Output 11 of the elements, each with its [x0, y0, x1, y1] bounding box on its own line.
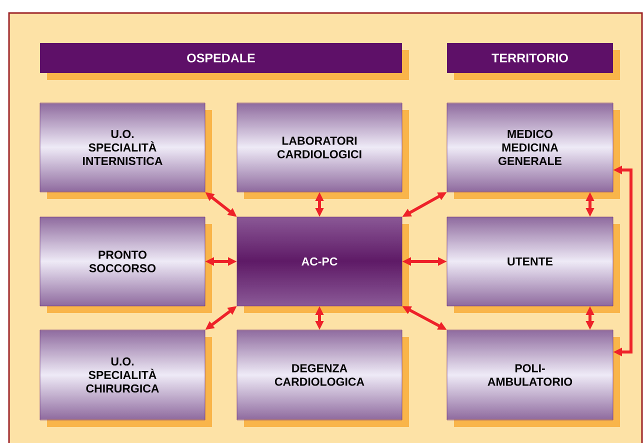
- process-box: U.O. SPECIALITÀ CHIRURGICA: [40, 330, 212, 427]
- process-box: UTENTE: [446, 216, 620, 313]
- central-box: AC-PC: [236, 216, 409, 313]
- process-box: LABORATORI CARDIOLOGICI: [236, 102, 409, 199]
- process-box: U.O. SPECIALITÀ INTERNISTICA: [40, 102, 212, 199]
- process-box: MEDICO MEDICINA GENERALE: [446, 102, 620, 199]
- header-band: OSPEDALE: [40, 43, 409, 80]
- process-box: PRONTO SOCCORSO: [40, 216, 212, 313]
- process-box: POLI- AMBULATORIO: [446, 330, 620, 427]
- header-band: TERRITORIO: [447, 43, 620, 80]
- process-box: DEGENZA CARDIOLOGICA: [236, 330, 409, 427]
